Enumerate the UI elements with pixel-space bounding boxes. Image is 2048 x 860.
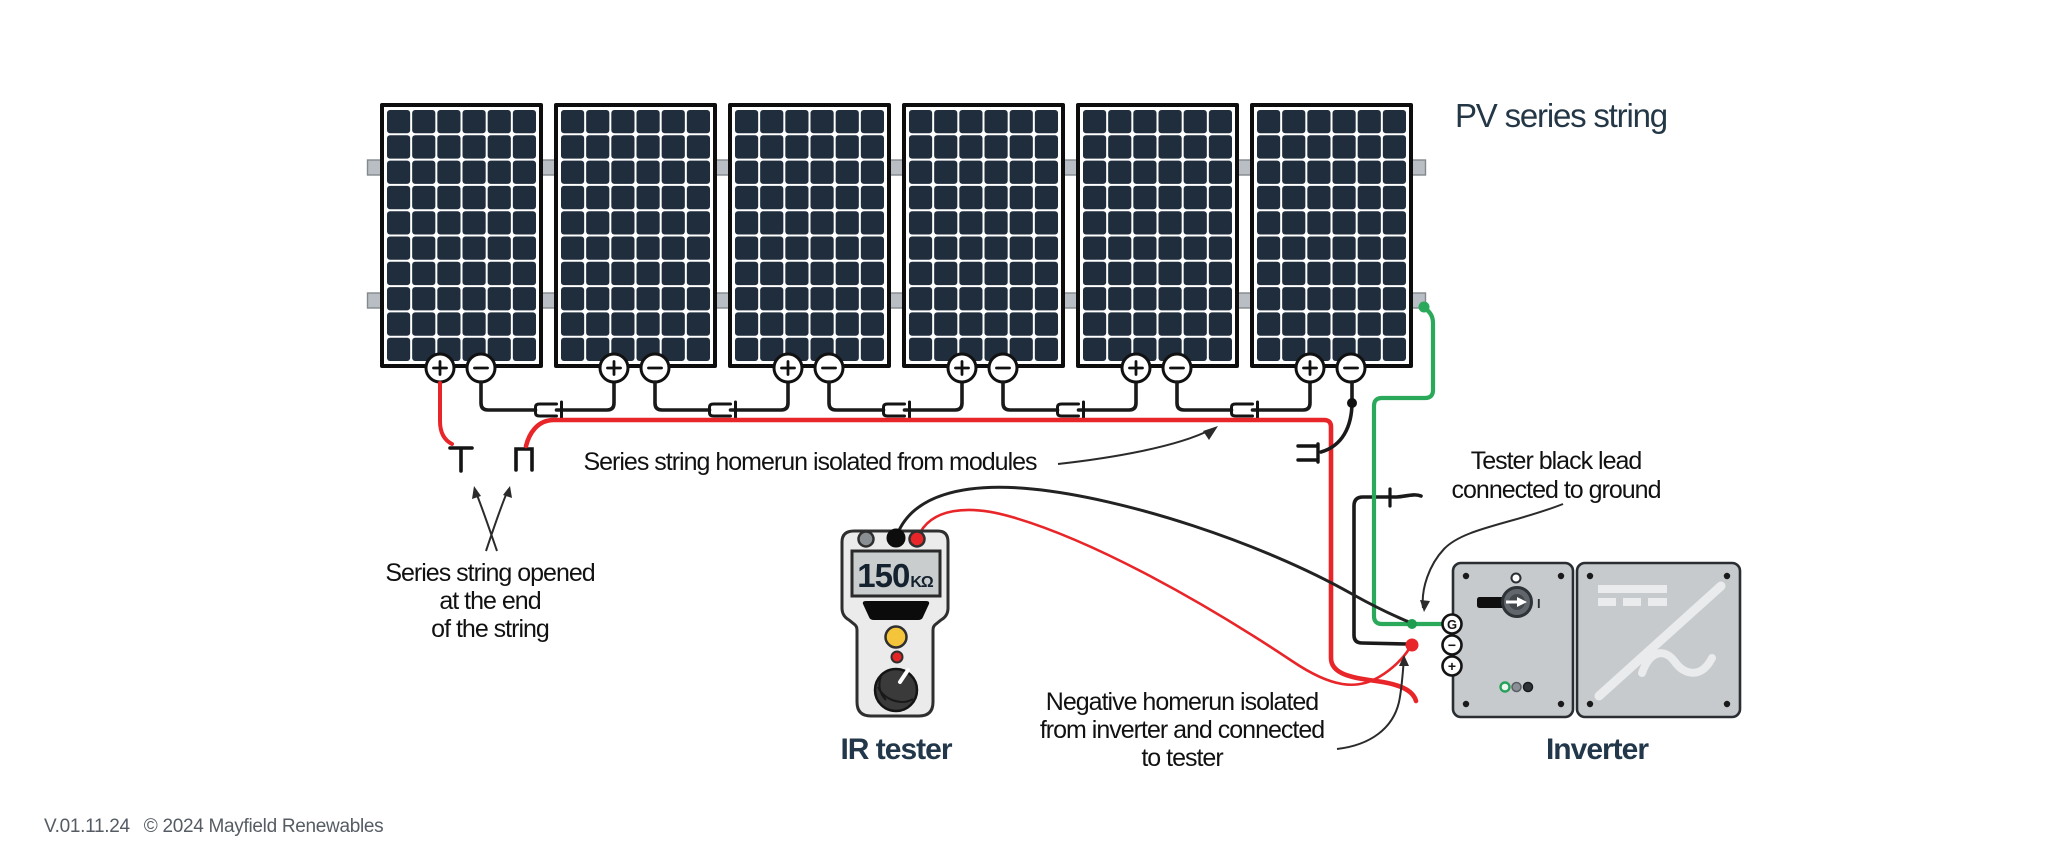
arrow-negative-homerun [1336,657,1405,750]
label-homerun-isolated: Series string homerun isolated from modu… [583,448,1037,476]
tester-reading-value: 150 [857,557,910,594]
series-jumper-wire [827,380,964,412]
label-string-open-line3: of the string [431,615,550,643]
ir-tester-label: IR tester [840,733,952,766]
series-jumper-wire [479,380,616,412]
pv-panel [380,103,616,420]
tester-rotary-dial [873,667,919,713]
label-string-open-line2: at the end [439,587,541,615]
label-string-open: Series string opened at the end of the s… [340,559,640,643]
dial-creases [877,675,914,703]
negative-pigtail-wire [1319,380,1354,454]
pv-panel [1076,103,1312,420]
label-string-open-line1: Series string opened [385,559,595,587]
tester-reading-unit: KΩ [910,574,933,591]
inverter-device: I G − + [1441,561,1742,719]
mc4-connector-icon [882,400,911,420]
tester-terminal-red [908,530,926,548]
dial-indicator [898,668,910,684]
switch-arrow-head [1517,597,1527,607]
pv-panel [554,103,790,420]
tester-terminal-gray [857,530,875,548]
footer-copyright: © 2024 Mayfield Renewables [143,816,384,837]
terminal-negative[interactable] [1441,634,1463,656]
tester-black-lead [895,485,1411,624]
led-dark [1522,681,1534,693]
tester-clip-dot [1405,638,1419,652]
label-tester-ground-line2: connected to ground [1451,476,1662,504]
tester-red-lead [916,508,1411,687]
led-gray [1511,681,1522,693]
mc4-connector-icon [1056,400,1085,420]
inverter-terminals: G − + [1441,613,1463,677]
mc4-connector-icon [708,400,737,420]
negative-junction-dot [1347,398,1357,408]
series-jumper-wire [653,380,790,412]
series-jumper-wire [1001,380,1138,412]
label-negative-homerun-line3: to tester [1141,744,1223,772]
pv-panel [728,103,964,420]
series-jumper-wire [1175,380,1312,412]
label-tester-ground: Tester black lead connected to ground [1406,447,1706,505]
arrow-homerun-isolated [1057,429,1211,465]
inverter-screws [1462,572,1731,708]
terminal-ground-label: G [1447,617,1457,632]
tester-power-button [890,650,904,664]
label-tester-ground-line1: Tester black lead [1470,447,1643,475]
tester-display [850,549,942,598]
inverter-dc-ac-symbol [1594,581,1726,701]
page-title: PV series string [1455,97,1668,134]
footer: V.01.11.24 © 2024 Mayfield Renewables [44,816,384,838]
mc4-connector-icon [1230,400,1259,420]
footer-version: V.01.11.24 [44,816,130,837]
terminal-ground[interactable] [1441,613,1463,635]
arrow-string-open-left [474,489,498,552]
pv-panel [902,103,1138,420]
pv-panel [1250,103,1413,384]
ground-wire [1371,305,1445,627]
female-connector-open-icon [514,447,534,472]
label-negative-homerun-line1: Negative homerun isolated [1045,688,1319,716]
switch-on-mark: I [1537,596,1541,611]
female-connector-negative-icon [1296,442,1320,464]
negative-homerun-wire [1352,493,1423,646]
inverter-indicator-hole [1510,572,1522,584]
terminal-positive-label: + [1448,658,1456,674]
label-negative-homerun-line2: from inverter and connected [1039,716,1325,744]
terminal-positive[interactable] [1441,655,1463,677]
male-connector-open-icon [448,446,474,473]
inverter-leds [1499,681,1534,693]
pv-panels [380,103,1413,420]
ground-attach-dot [1418,301,1430,313]
tester-terminal-black [886,528,906,548]
label-negative-homerun: Negative homerun isolated from inverter … [1022,688,1342,772]
arrow-tester-ground [1421,503,1564,609]
positive-pigtail-wire [438,381,454,446]
led-green [1499,681,1511,693]
mc4-connector-icon [534,400,563,420]
tester-test-button [884,625,908,649]
ir-tester-device [840,528,950,718]
positive-homerun-wire [523,417,1419,704]
tester-speaker-window [862,601,930,620]
arrow-string-open-right [485,489,509,552]
terminal-negative-label: − [1448,637,1456,653]
inverter-label: Inverter [1545,733,1649,766]
annotation-arrowheads [472,426,1430,666]
ground-junction-dot [1407,619,1417,629]
inverter-dc-box [1451,561,1575,719]
